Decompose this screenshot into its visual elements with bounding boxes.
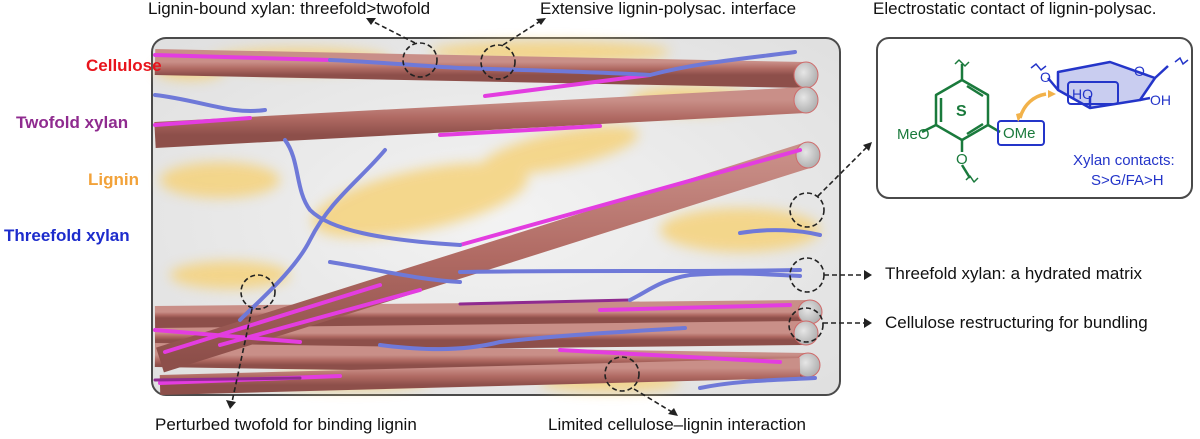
ho-label: HO [1072, 86, 1093, 102]
legend-cellulose: Cellulose [86, 56, 162, 75]
twofold-xylan-dark [153, 298, 632, 382]
ring-s-label: S [956, 103, 967, 120]
ome-highlight-box [997, 120, 1045, 146]
ring-o-label: O [956, 151, 968, 168]
meo-label: MeO [897, 126, 930, 143]
callout-electrostatic-contact: Electrostatic contact of lignin-polysac. [873, 0, 1157, 18]
cellulose-rods [154, 49, 823, 395]
callout-lignin-polysac-interface: Extensive lignin-polysac. interface [540, 0, 797, 18]
legend-twofold-xylan: Twofold xylan [16, 113, 129, 132]
callout-lignin-bound-xylan: Lignin-bound xylan: threefold>twofold [148, 0, 431, 18]
xylan-o-label: O [1040, 69, 1051, 85]
callout-hydrated-matrix: Threefold xylan: a hydrated matrix [885, 264, 1143, 283]
callout-limited-interaction: Limited cellulose–lignin interaction [548, 415, 806, 434]
callout-arrows [231, 19, 869, 413]
callout-perturbed-twofold: Perturbed twofold for binding lignin [155, 415, 417, 434]
legend-lignin: Lignin [88, 170, 139, 189]
xylan-contacts-order: S>G/FA>H [1091, 172, 1164, 189]
oh-label: OH [1150, 92, 1171, 108]
contact-arrowhead-2 [1048, 90, 1056, 98]
ome-label: OMe [1003, 125, 1036, 142]
contact-arrowhead [1016, 112, 1024, 122]
callout-cellulose-restructuring: Cellulose restructuring for bundling [885, 313, 1148, 332]
xylan-contacts-title: Xylan contacts: [1073, 152, 1175, 169]
xylan-ring-structure [1030, 56, 1189, 110]
xylan-ring-o-label: O [1134, 63, 1145, 79]
callout-arrowheads [226, 18, 872, 416]
syringyl-unit-structure [921, 59, 1001, 183]
legend-threefold-xylan: Threefold xylan [4, 226, 130, 245]
twofold-xylan-strands [153, 53, 802, 385]
